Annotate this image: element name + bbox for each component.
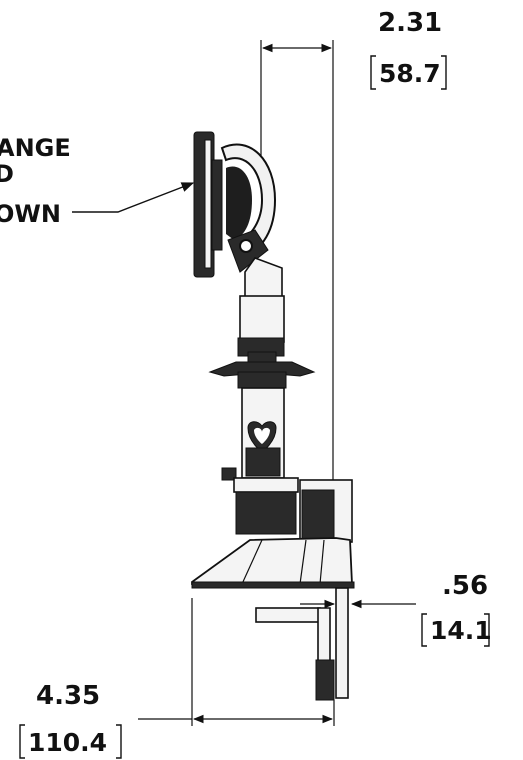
- rear-post-shade: [301, 489, 335, 545]
- lower-collar: [245, 447, 281, 477]
- dimension-metric-top: 58.7: [379, 59, 441, 88]
- base-ridge-1: [241, 539, 263, 585]
- dimension-metric-clamp: 14.1: [430, 616, 492, 645]
- dimension-imperial-clamp: .56: [442, 571, 488, 601]
- callout-line-1: ANGE: [0, 134, 71, 162]
- upper-elbow: [244, 257, 283, 301]
- dimension-metric-base: 110.4: [28, 728, 107, 757]
- clamp-pad: [315, 659, 335, 701]
- dimension-base-depth: 4.35 110.4: [19, 598, 335, 759]
- bracket-left: [370, 55, 376, 90]
- clamp-arm: [255, 607, 321, 623]
- mount-body: [191, 131, 355, 701]
- base-plate: [191, 537, 353, 585]
- arm-hub: [237, 371, 287, 389]
- clamp-top: [233, 477, 299, 493]
- tilt-knob: [239, 239, 253, 253]
- callout-line-2: D: [0, 160, 14, 188]
- base-ridge-2: [299, 539, 307, 585]
- upper-sleeve: [239, 295, 285, 343]
- bracket-left-clamp: [421, 613, 427, 647]
- bracket-right-base: [116, 724, 122, 759]
- base-edge: [191, 581, 355, 589]
- handle-grip: [226, 166, 252, 240]
- dimension-clamp-width: .56 14.1: [300, 571, 492, 647]
- callout-line-3: OWN: [0, 200, 61, 228]
- callout-label: ANGE D OWN: [0, 134, 71, 228]
- dimension-imperial-top: 2.31: [378, 8, 442, 38]
- clamp-bar: [335, 587, 349, 699]
- clamp-block: [235, 491, 297, 535]
- cable-clip: [221, 467, 237, 481]
- dimension-top-width: 2.31 58.7: [260, 8, 447, 480]
- bracket-right-clamp: [484, 613, 490, 647]
- arm-wings: [208, 361, 316, 377]
- vesa-plate-edge: [204, 139, 212, 269]
- bracket-left-base: [19, 724, 25, 759]
- base-ridge-3: [319, 539, 325, 585]
- heart-knob-highlight: [254, 427, 270, 444]
- dimension-imperial-base: 4.35: [36, 681, 100, 711]
- plate-spacer: [211, 159, 223, 251]
- bracket-right: [441, 55, 447, 90]
- callout-leader-line: [72, 182, 195, 213]
